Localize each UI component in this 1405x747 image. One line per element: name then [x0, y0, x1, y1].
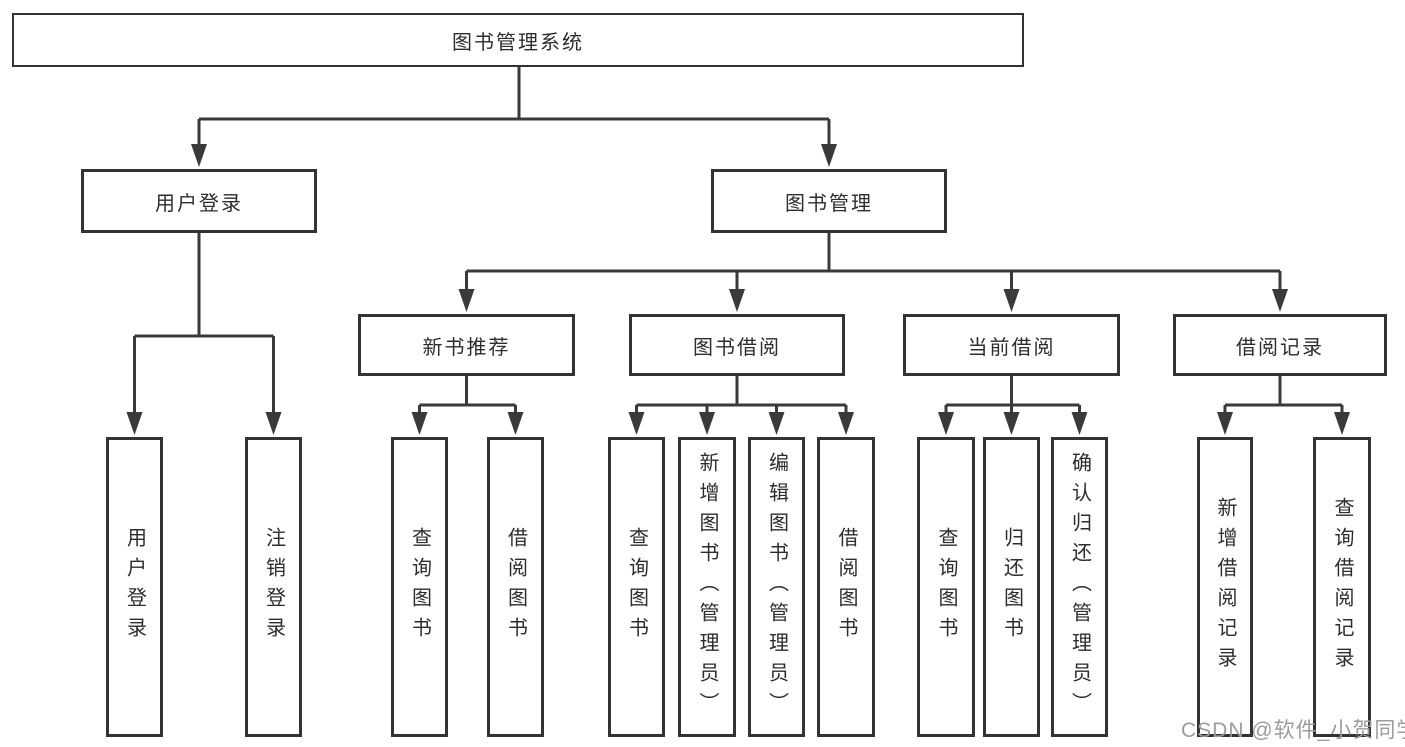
- node-library-management-system: 图书管理系统: [12, 13, 1024, 67]
- connector-user-login-to-leaves: [126, 233, 282, 435]
- leaf-borrow-query-books: 查询图书: [608, 437, 665, 737]
- leaf-recommend-borrow-books: 借阅图书: [487, 437, 544, 737]
- connector-root-to-level2: [191, 67, 837, 167]
- node-book-management: 图书管理: [711, 169, 947, 233]
- leaf-return-books: 归还图书: [983, 437, 1040, 737]
- node-new-book-recommend: 新书推荐: [358, 314, 575, 376]
- leaf-current-query-books: 查询图书: [917, 437, 975, 737]
- leaf-edit-books-admin: 编辑图书（管理员）: [748, 437, 805, 737]
- leaf-recommend-query-books: 查询图书: [391, 437, 448, 737]
- node-user-login: 用户登录: [81, 169, 317, 233]
- connector-book-management-to-level3: [458, 233, 1288, 312]
- leaf-logout: 注销登录: [245, 437, 302, 737]
- node-book-borrow: 图书借阅: [629, 314, 845, 376]
- leaf-add-books-admin: 新增图书（管理员）: [678, 437, 736, 737]
- leaf-confirm-return-admin: 确认归还（管理员）: [1051, 437, 1108, 737]
- leaf-add-borrow-record: 新增借阅记录: [1197, 437, 1253, 737]
- leaf-user-login: 用户登录: [106, 437, 163, 737]
- connector-current-borrow-to-leaves: [938, 376, 1088, 435]
- connector-book-borrow-to-leaves: [628, 376, 854, 435]
- node-borrow-records: 借阅记录: [1173, 314, 1387, 376]
- node-current-borrow: 当前借阅: [903, 314, 1120, 376]
- leaf-query-borrow-record: 查询借阅记录: [1313, 437, 1371, 737]
- connector-new-book-recommend-to-leaves: [411, 376, 524, 435]
- connector-borrow-records-to-leaves: [1217, 376, 1350, 435]
- csdn-watermark: CSDN @软件_小贺同学: [1181, 719, 1405, 742]
- leaf-borrow-books: 借阅图书: [817, 437, 875, 737]
